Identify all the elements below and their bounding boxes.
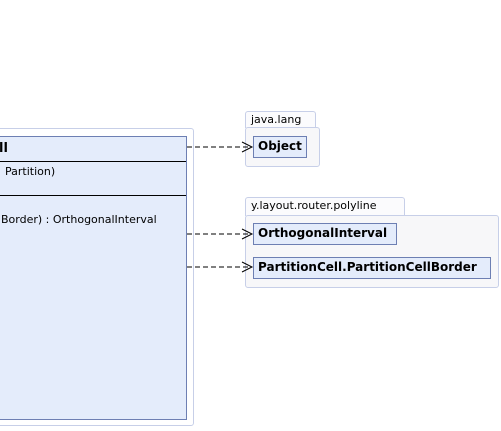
class-node-object[interactable]: Object [253, 136, 307, 158]
class-node-label: OrthogonalInterval [258, 226, 388, 240]
class-divider-bottom [0, 195, 186, 196]
class-box[interactable]: ll Partition) Border) : OrthogonalInterv… [0, 136, 187, 420]
package-name: y.layout.router.polyline [251, 199, 377, 212]
class-divider-top [0, 161, 186, 162]
arrowhead-partition-cell-border [241, 261, 254, 273]
arrowhead-object [241, 141, 254, 153]
method-signature: Border) : OrthogonalInterval [1, 213, 157, 226]
class-node-orthogonal-interval[interactable]: OrthogonalInterval [253, 223, 397, 245]
constructor-signature: Partition) [5, 165, 56, 178]
package-tab-java-lang: java.lang [245, 111, 316, 128]
class-title: ll [0, 141, 8, 156]
class-node-label: PartitionCell.PartitionCellBorder [258, 260, 477, 274]
class-node-label: Object [258, 139, 302, 153]
class-node-partition-cell-border[interactable]: PartitionCell.PartitionCellBorder [253, 257, 491, 279]
arrowhead-orthogonal-interval [241, 228, 254, 240]
package-name: java.lang [251, 113, 302, 126]
package-tab-polyline: y.layout.router.polyline [245, 197, 405, 216]
